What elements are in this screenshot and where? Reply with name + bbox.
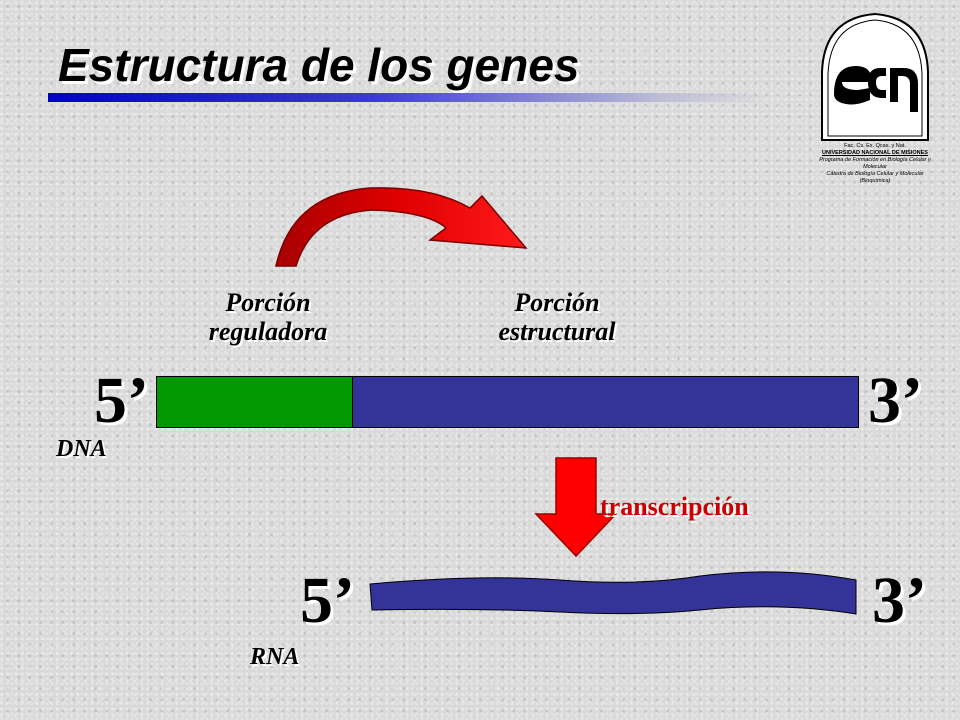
title-underline — [48, 93, 768, 102]
logo-line-1: Fac. Cs. Ex. Qcas. y Nat. — [844, 143, 906, 149]
transcription-label: transcripción — [600, 492, 749, 521]
rna-label: RNA — [250, 644, 300, 670]
institution-logo: Fac. Cs. Ex. Qcas. y Nat. UNIVERSIDAD NA… — [814, 10, 936, 185]
dna-label: DNA — [56, 436, 107, 462]
logo-line-4: Cátedra de Biología Celular y Molecular … — [826, 171, 924, 184]
logo-caption: Fac. Cs. Ex. Qcas. y Nat. UNIVERSIDAD NA… — [814, 143, 936, 185]
dna-structural-segment — [352, 376, 859, 428]
logo-line-3: Programa de Formación en Biología Celula… — [819, 157, 931, 170]
dna-three-prime-label: 3’ — [868, 364, 923, 437]
rna-five-prime-label: 5’ — [300, 564, 355, 637]
regulatory-portion-label: Porción reguladora — [208, 288, 328, 346]
logo-line-2: UNIVERSIDAD NACIONAL DE MISIONES — [822, 150, 928, 156]
dna-five-prime-label: 5’ — [94, 364, 149, 437]
rna-three-prime-label: 3’ — [872, 564, 927, 637]
structural-portion-label: Porción estructural — [498, 288, 616, 346]
logo-emblem-icon — [821, 12, 929, 141]
dna-regulatory-segment — [156, 376, 353, 428]
slide-title: Estructura de los genes — [58, 39, 580, 91]
